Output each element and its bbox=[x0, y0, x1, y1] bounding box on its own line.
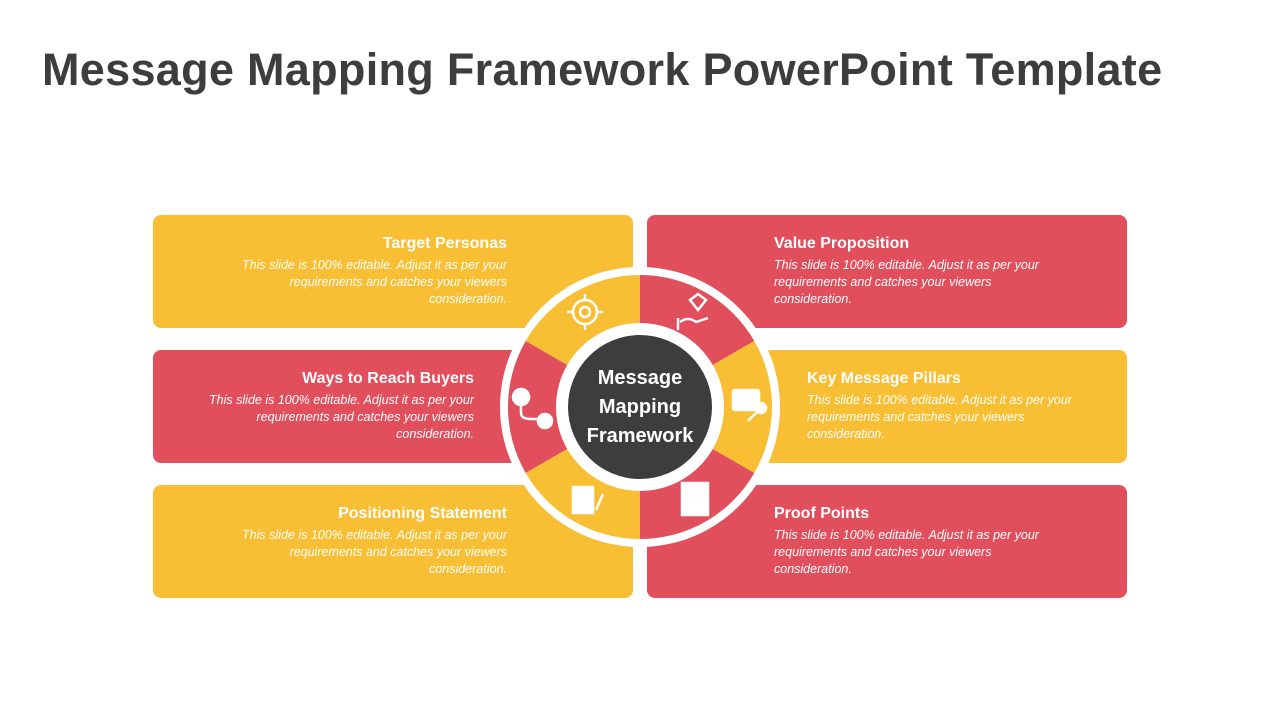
document-pen-icon bbox=[571, 485, 605, 515]
card-title: Proof Points bbox=[774, 505, 870, 522]
diamond-hand-icon bbox=[676, 292, 709, 330]
card-desc: This slide is 100% editable. Adjust it a… bbox=[209, 393, 474, 441]
message-key-icon bbox=[731, 388, 768, 422]
card-title: Target Personas bbox=[382, 235, 507, 252]
card-desc: This slide is 100% editable. Adjust it a… bbox=[242, 528, 507, 576]
segment-value-proposition bbox=[640, 275, 755, 365]
card-title: Ways to Reach Buyers bbox=[302, 370, 474, 387]
center-circle bbox=[568, 335, 712, 479]
card-desc: This slide is 100% editable. Adjust it a… bbox=[774, 258, 1039, 306]
card-desc: This slide is 100% editable. Adjust it a… bbox=[807, 393, 1072, 441]
card-desc: This slide is 100% editable. Adjust it a… bbox=[242, 258, 507, 306]
card-title: Key Message Pillars bbox=[807, 370, 961, 387]
card-desc: This slide is 100% editable. Adjust it a… bbox=[774, 528, 1039, 576]
target-personas-icon bbox=[567, 294, 603, 330]
segment-ways-to-reach-buyers bbox=[508, 341, 568, 473]
card-title: Positioning Statement bbox=[338, 505, 507, 522]
route-pin-icon bbox=[511, 387, 554, 430]
center-line-1: Message bbox=[598, 367, 683, 389]
center-line-3: Framework bbox=[587, 425, 695, 447]
center-line-2: Mapping bbox=[599, 396, 681, 418]
segment-target-personas bbox=[525, 275, 640, 365]
checklist-icon bbox=[680, 481, 710, 517]
card-title: Value Proposition bbox=[774, 235, 910, 252]
page-title: Message Mapping Framework PowerPoint Tem… bbox=[42, 44, 1163, 95]
